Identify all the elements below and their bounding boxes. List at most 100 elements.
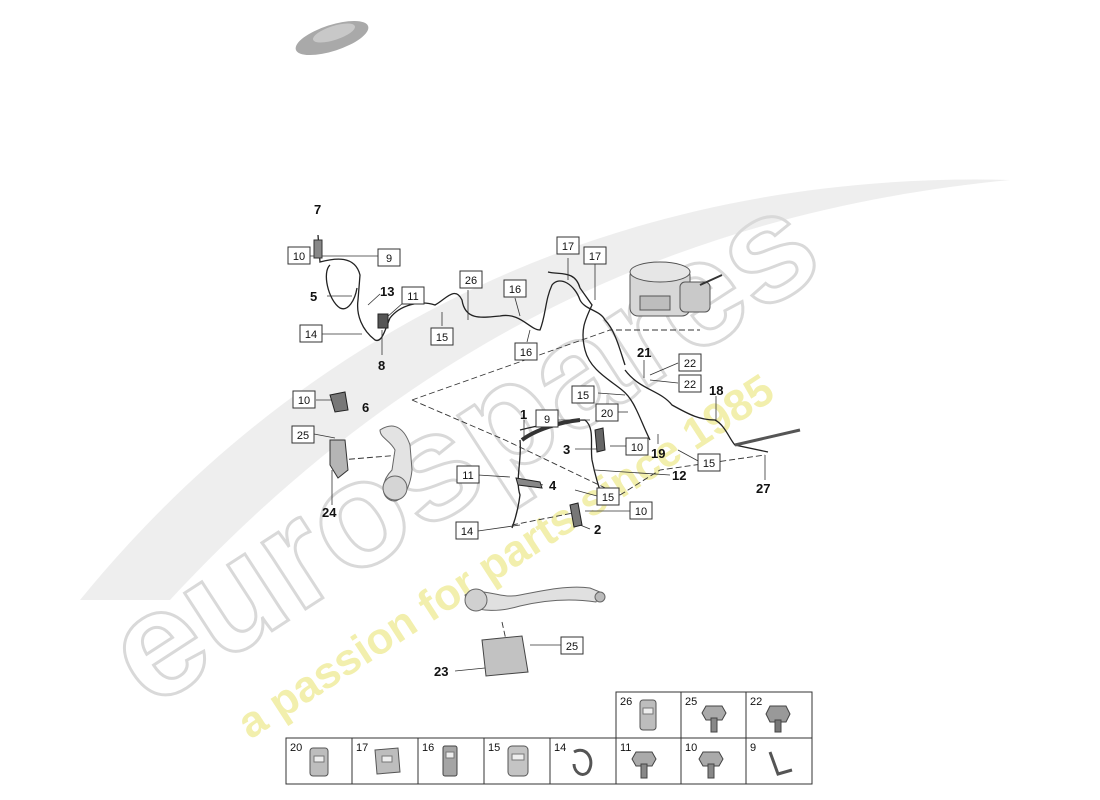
parts-grid-cell-16: 16 bbox=[417, 737, 485, 785]
svg-text:10: 10 bbox=[635, 506, 647, 518]
callout-6: 6 bbox=[362, 400, 369, 415]
svg-text:16: 16 bbox=[509, 284, 521, 296]
parts-grid-cell-9: 9 bbox=[745, 737, 813, 785]
callout-3: 3 bbox=[563, 442, 570, 457]
svg-text:11: 11 bbox=[462, 470, 473, 482]
svg-text:25: 25 bbox=[685, 696, 697, 708]
parts-grid: 26 25 22 20 17 16 bbox=[285, 691, 813, 785]
svg-text:15: 15 bbox=[577, 390, 589, 402]
svg-text:17: 17 bbox=[356, 742, 368, 754]
brake-line-right bbox=[624, 369, 769, 453]
callout-10a: 10 bbox=[287, 246, 311, 265]
callout-20: 20 bbox=[595, 403, 619, 422]
hex-bolt-icon bbox=[765, 705, 791, 733]
svg-text:11: 11 bbox=[620, 742, 631, 754]
bolt-icon bbox=[631, 751, 657, 779]
svg-text:9: 9 bbox=[750, 742, 756, 754]
watermark-brand: eurospares bbox=[76, 155, 846, 736]
parts-grid-cell-11: 11 bbox=[615, 737, 682, 785]
parts-grid-cell-20: 20 bbox=[285, 737, 353, 785]
callout-15a: 15 bbox=[430, 327, 454, 346]
brake-master-cylinder bbox=[629, 261, 723, 317]
callout-27: 27 bbox=[756, 481, 770, 496]
svg-text:15: 15 bbox=[703, 458, 715, 470]
callout-14b: 14 bbox=[455, 521, 479, 540]
parts-grid-cell-10: 10 bbox=[680, 737, 747, 785]
svg-text:22: 22 bbox=[684, 358, 696, 370]
svg-text:9: 9 bbox=[544, 414, 550, 426]
clip-icon bbox=[309, 747, 329, 777]
sensor-6 bbox=[329, 391, 349, 413]
svg-text:14: 14 bbox=[305, 329, 317, 341]
callout-12: 12 bbox=[672, 468, 686, 483]
watermark: eurospares a passion for parts since 198… bbox=[74, 154, 1010, 748]
brake-line-loop bbox=[325, 264, 358, 310]
callout-22a: 22 bbox=[678, 353, 702, 372]
brake-line-lower bbox=[511, 439, 522, 529]
svg-text:25: 25 bbox=[297, 430, 309, 442]
brake-line-front-left bbox=[317, 234, 626, 366]
parts-grid-cell-22: 22 bbox=[745, 691, 813, 739]
clip-icon bbox=[507, 745, 529, 777]
svg-text:9: 9 bbox=[386, 253, 392, 265]
watermark-swoosh bbox=[80, 179, 1010, 600]
callout-14a: 14 bbox=[299, 324, 323, 343]
callout-2: 2 bbox=[594, 522, 601, 537]
svg-text:15: 15 bbox=[436, 332, 448, 344]
svg-text:16: 16 bbox=[422, 742, 434, 754]
svg-text:25: 25 bbox=[566, 641, 578, 653]
callout-19: 19 bbox=[651, 446, 665, 461]
callout-11b: 11 bbox=[456, 465, 480, 484]
bracket-icon bbox=[768, 751, 793, 776]
callout-24: 24 bbox=[322, 505, 337, 520]
car-thumbnail-icon bbox=[295, 20, 369, 56]
callout-8: 8 bbox=[378, 358, 385, 373]
callout-leaders bbox=[310, 255, 766, 672]
parts-grid-cell-15: 15 bbox=[483, 737, 551, 785]
clip-icon bbox=[374, 747, 401, 775]
svg-text:22: 22 bbox=[684, 379, 696, 391]
components bbox=[313, 239, 801, 677]
callout-26: 26 bbox=[459, 270, 483, 289]
parts-grid-cell-26: 26 bbox=[615, 691, 682, 739]
callout-labels: 7 10 9 5 13 11 14 8 15 26 16 16 17 17 21… bbox=[287, 202, 770, 679]
callout-25b: 25 bbox=[560, 636, 584, 655]
callout-15c: 15 bbox=[697, 453, 721, 472]
callout-15b: 15 bbox=[571, 385, 595, 404]
callout-16b: 16 bbox=[514, 342, 538, 361]
svg-text:11: 11 bbox=[407, 291, 418, 303]
svg-text:26: 26 bbox=[465, 275, 477, 287]
callout-1: 1 bbox=[520, 407, 527, 422]
control-arm-upper bbox=[379, 425, 413, 502]
callout-9b: 9 bbox=[535, 409, 559, 428]
callout-4: 4 bbox=[549, 478, 557, 493]
bracket-4 bbox=[515, 477, 543, 489]
bolt-icon bbox=[698, 751, 724, 779]
callout-5: 5 bbox=[310, 289, 317, 304]
svg-text:10: 10 bbox=[631, 442, 643, 454]
callout-17b: 17 bbox=[583, 246, 607, 265]
svg-text:14: 14 bbox=[461, 526, 473, 538]
parts-grid-cell-14: 14 bbox=[549, 737, 617, 785]
svg-text:17: 17 bbox=[562, 241, 574, 253]
line-27 bbox=[734, 428, 801, 447]
svg-text:22: 22 bbox=[750, 696, 762, 708]
svg-text:15: 15 bbox=[488, 742, 500, 754]
sensor-8 bbox=[377, 313, 389, 329]
callout-23: 23 bbox=[434, 664, 448, 679]
clamp-icon bbox=[572, 748, 593, 776]
brake-line-upper bbox=[547, 271, 651, 441]
clip-icon bbox=[442, 745, 458, 777]
shield-23 bbox=[481, 635, 529, 677]
svg-text:26: 26 bbox=[620, 696, 632, 708]
callout-22b: 22 bbox=[678, 374, 702, 393]
callout-25a: 25 bbox=[291, 425, 315, 444]
svg-text:16: 16 bbox=[520, 347, 532, 359]
svg-text:20: 20 bbox=[601, 408, 613, 420]
sensor-2 bbox=[569, 502, 583, 528]
callout-16a: 16 bbox=[503, 279, 527, 298]
callout-21: 21 bbox=[637, 345, 651, 360]
clip-icon bbox=[639, 699, 657, 731]
bracket-24 bbox=[329, 439, 349, 479]
